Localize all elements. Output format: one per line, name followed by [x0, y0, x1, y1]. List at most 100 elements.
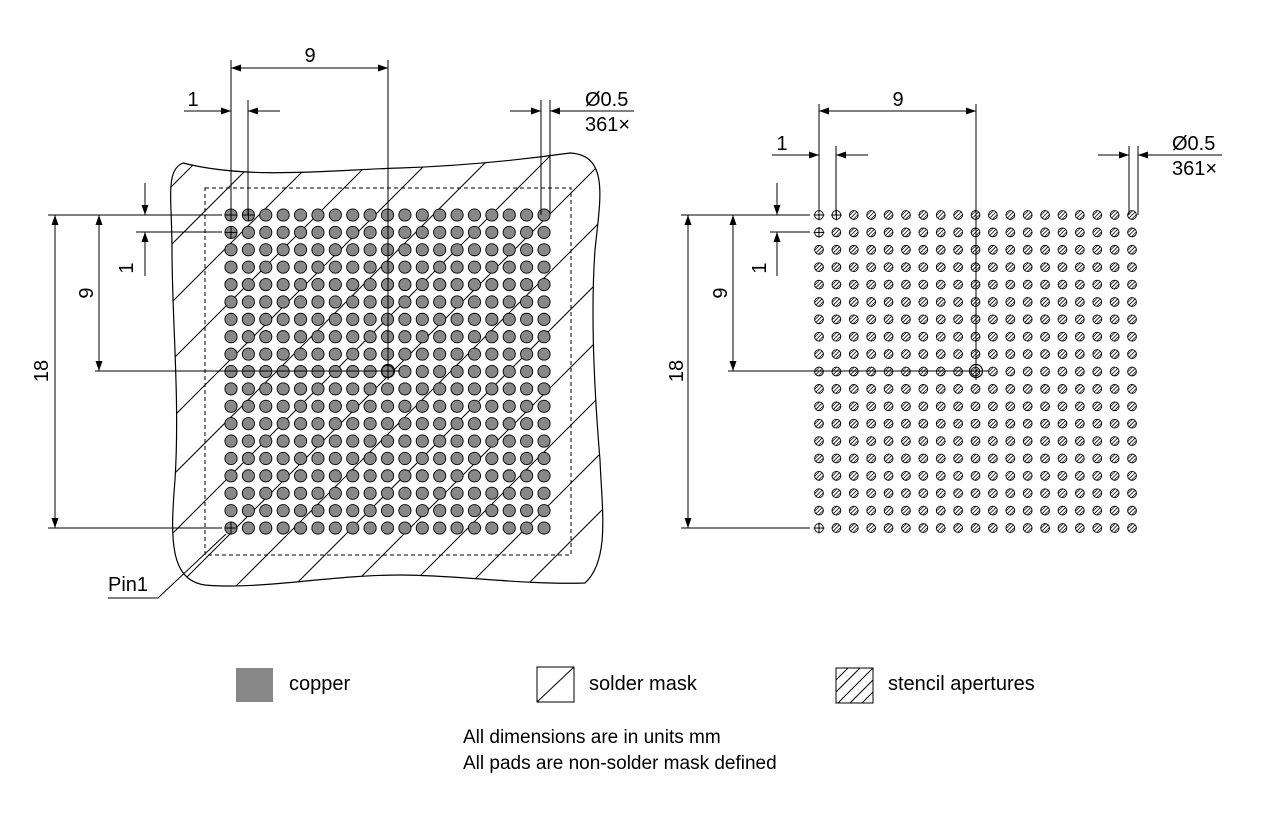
copper-pad — [433, 486, 447, 500]
copper-pad — [415, 417, 429, 431]
copper-pad — [224, 504, 238, 518]
copper-pad — [311, 364, 325, 379]
copper-pad — [467, 434, 482, 448]
copper-pad — [363, 330, 377, 344]
copper-pad — [328, 486, 342, 500]
copper-pad — [415, 399, 429, 413]
copper-pad — [224, 434, 238, 448]
copper-pad — [537, 469, 551, 483]
copper-pad — [450, 260, 464, 274]
copper-pad — [363, 347, 377, 361]
copper-pad — [398, 521, 412, 535]
copper-pad — [433, 225, 447, 239]
copper-pad — [450, 521, 464, 535]
copper-pad — [380, 486, 395, 500]
copper-pad — [346, 521, 360, 535]
copper-pad — [224, 382, 238, 396]
copper-pad — [380, 417, 395, 431]
copper-pad — [328, 225, 342, 239]
copper-pad — [259, 417, 273, 431]
copper-pad — [398, 417, 412, 431]
copper-pad — [398, 451, 412, 466]
copper-pad — [276, 225, 290, 239]
legend-copper: copper — [275, 673, 350, 696]
copper-pad — [415, 330, 429, 344]
copper-pad — [311, 312, 325, 326]
copper-pad — [398, 504, 412, 518]
copper-pad — [502, 382, 516, 396]
copper-pad — [520, 347, 534, 361]
copper-pad — [363, 243, 377, 257]
copper-pad — [328, 347, 342, 361]
copper-pad — [259, 364, 273, 379]
copper-pad — [467, 347, 482, 361]
copper-pad — [259, 347, 273, 361]
copper-pad — [433, 208, 447, 222]
copper-pad — [415, 278, 429, 292]
copper-pad — [485, 434, 499, 448]
copper-pad — [450, 243, 464, 257]
top-center-dimension: 9 — [892, 89, 903, 111]
copper-pad — [241, 434, 255, 448]
legend-stencil: stencil apertures — [874, 673, 1035, 696]
top-pitch-dimension: 1 — [776, 133, 787, 155]
copper-pad — [363, 225, 377, 239]
copper-pad — [467, 364, 482, 379]
copper-pad — [363, 504, 377, 518]
copper-pad — [485, 208, 499, 222]
copper-pad — [433, 417, 447, 431]
copper-pad — [259, 295, 273, 309]
copper-pad — [259, 399, 273, 413]
copper-pad — [328, 521, 342, 535]
copper-pad — [433, 243, 447, 257]
copper-pad — [537, 243, 551, 257]
side-total-dimension: 18 — [666, 360, 688, 382]
copper-pad — [520, 486, 534, 500]
copper-pad — [485, 451, 499, 466]
copper-pad — [537, 486, 551, 500]
copper-pad — [398, 278, 412, 292]
left-footprint-view: 9 1 Ø0.5 361× 18 9 1 Pin1 — [31, 45, 634, 599]
copper-pad — [363, 295, 377, 309]
copper-pad — [259, 243, 273, 257]
copper-pad — [398, 312, 412, 326]
top-center-dimension: 9 — [304, 45, 315, 67]
pad-count: 361× — [1172, 158, 1217, 180]
copper-pad — [346, 330, 360, 344]
copper-pad — [502, 330, 516, 344]
copper-pad — [502, 399, 516, 413]
copper-pad — [537, 278, 551, 292]
legend-copper-label: copper — [289, 673, 351, 695]
copper-pad — [224, 469, 238, 483]
side-pitch-dimension: 1 — [749, 262, 771, 273]
copper-pad — [276, 243, 290, 257]
copper-pad — [311, 521, 325, 535]
copper-pad — [311, 504, 325, 518]
copper-pad — [241, 243, 255, 257]
copper-pad — [450, 330, 464, 344]
copper-pad — [467, 208, 482, 222]
top-pitch-dimension: 1 — [187, 89, 198, 111]
copper-pad — [328, 260, 342, 274]
copper-pad — [485, 330, 499, 344]
copper-pad — [450, 504, 464, 518]
notes: All dimensions are in units mm All pads … — [463, 725, 777, 777]
copper-pad — [537, 208, 551, 222]
copper-pad — [467, 451, 482, 466]
copper-pad — [241, 225, 255, 239]
copper-pad — [241, 295, 255, 309]
copper-pad — [415, 434, 429, 448]
copper-pad — [520, 504, 534, 518]
legend-solder-mask: solder mask — [575, 673, 697, 696]
copper-pad — [398, 295, 412, 309]
copper-pad — [415, 295, 429, 309]
copper-pad — [241, 504, 255, 518]
copper-pad — [520, 312, 534, 326]
copper-pad — [241, 469, 255, 483]
copper-pad — [537, 330, 551, 344]
copper-pad — [450, 364, 464, 379]
copper-pad — [450, 434, 464, 448]
copper-pad — [380, 521, 395, 535]
copper-pad — [433, 469, 447, 483]
